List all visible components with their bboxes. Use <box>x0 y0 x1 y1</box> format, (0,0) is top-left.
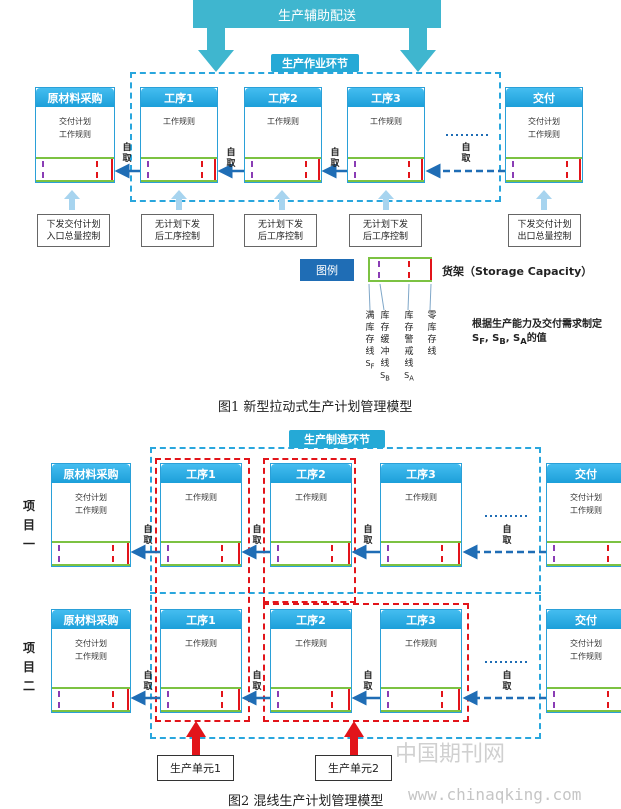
pull-label: 自取 <box>461 143 471 164</box>
down-arrow-left <box>198 28 234 72</box>
watermark-cn: 中国期刊网 <box>395 742 506 767</box>
legend-shelf-title: 货架（Storage Capacity） <box>442 265 593 278</box>
card-title: 工序2 <box>245 88 321 107</box>
legend-note: 根据生产能力及交付需求制定 SF, SB, SA的值 <box>472 319 602 346</box>
storage-shelf <box>141 157 217 182</box>
production-unit-1: 生产单元1 <box>157 755 234 781</box>
production-unit-1-border <box>155 458 250 722</box>
section-title: 生产作业环节 <box>271 54 359 72</box>
storage-shelf <box>161 687 241 712</box>
card-process-1: 工序1 工作规则 <box>140 87 218 183</box>
card-title: 工序3 <box>348 88 424 107</box>
storage-shelf <box>506 157 582 182</box>
pull-label: 自取 <box>363 671 373 692</box>
pull-label: 自取 <box>363 525 373 546</box>
down-arrow-right <box>400 28 436 72</box>
up-arrow <box>64 190 80 210</box>
up-arrow <box>171 190 187 210</box>
card-process-3: 工序3 工作规则 <box>380 463 462 567</box>
pull-label: 自取 <box>143 525 153 546</box>
figure-1-caption: 图1 新型拉动式生产计划管理模型 <box>218 400 413 415</box>
storage-shelf <box>161 541 241 566</box>
zone-divider <box>150 592 541 594</box>
up-arrow <box>378 190 394 210</box>
card-delivery: 交付 交付计划工作规则 <box>546 463 621 567</box>
card-title: 交付 <box>506 88 582 107</box>
card-process-2: 工序2 工作规则 <box>270 463 352 567</box>
card-process-2: 工序2 工作规则 <box>244 87 322 183</box>
storage-shelf <box>271 541 351 566</box>
production-unit-2-border-bottom <box>263 603 469 722</box>
pull-label: 自取 <box>226 148 236 169</box>
project-one-label: 项目一 <box>22 499 35 551</box>
pull-label: 自取 <box>252 525 262 546</box>
storage-shelf <box>52 541 130 566</box>
card-raw-material: 原材料采购 交付计划工作规则 <box>51 463 131 567</box>
storage-shelf <box>381 541 461 566</box>
legend-line-zero: 零库存线 <box>427 311 437 357</box>
pull-label: 自取 <box>502 671 512 692</box>
card-process-3: 工序3 工作规则 <box>347 87 425 183</box>
storage-shelf <box>52 687 130 712</box>
section-title: 生产制造环节 <box>289 430 385 448</box>
legend-pointers <box>368 283 432 311</box>
storage-shelf <box>271 687 351 712</box>
pull-label: 自取 <box>143 671 153 692</box>
storage-shelf <box>348 157 424 182</box>
top-banner: 生产辅助配送 <box>193 0 441 28</box>
card-process-2: 工序2 工作规则 <box>270 609 352 713</box>
control-note: 无计划下发后工序控制 <box>349 214 422 247</box>
storage-shelf <box>547 541 621 566</box>
control-note: 无计划下发后工序控制 <box>141 214 214 247</box>
control-note: 下发交付计划入口总量控制 <box>37 214 110 247</box>
production-unit-2: 生产单元2 <box>315 755 392 781</box>
card-title: 工序1 <box>141 88 217 107</box>
production-zone-border <box>130 72 501 202</box>
pull-label: 自取 <box>252 671 262 692</box>
legend-label: 图例 <box>300 259 354 281</box>
card-process-1: 工序1 工作规则 <box>160 463 242 567</box>
card-process-1: 工序1 工作规则 <box>160 609 242 713</box>
project-two-label: 项目二 <box>22 641 35 693</box>
pull-label: 自取 <box>330 148 340 169</box>
storage-shelf <box>245 157 321 182</box>
legend-shelf <box>368 257 432 282</box>
production-unit-2-border-top <box>263 458 356 603</box>
control-note: 无计划下发后工序控制 <box>244 214 317 247</box>
card-delivery: 交付 交付计划工作规则 <box>546 609 621 713</box>
pull-label: 自取 <box>122 143 132 164</box>
card-raw-material: 原材料采购 交付计划工作规则 <box>35 87 115 183</box>
figure-2-caption: 图2 混线生产计划管理模型 <box>228 794 384 809</box>
up-arrow <box>274 190 290 210</box>
card-delivery: 交付 交付计划工作规则 <box>505 87 583 183</box>
storage-shelf <box>381 687 461 712</box>
storage-shelf <box>547 687 621 712</box>
card-raw-material: 原材料采购 交付计划工作规则 <box>51 609 131 713</box>
card-process-3: 工序3 工作规则 <box>380 609 462 713</box>
watermark-url: www.chinaqking.com <box>408 785 582 804</box>
storage-shelf <box>36 157 114 182</box>
control-note: 下发交付计划出口总量控制 <box>508 214 581 247</box>
up-arrow <box>536 190 552 210</box>
card-title: 原材料采购 <box>36 88 114 107</box>
pull-label: 自取 <box>502 525 512 546</box>
